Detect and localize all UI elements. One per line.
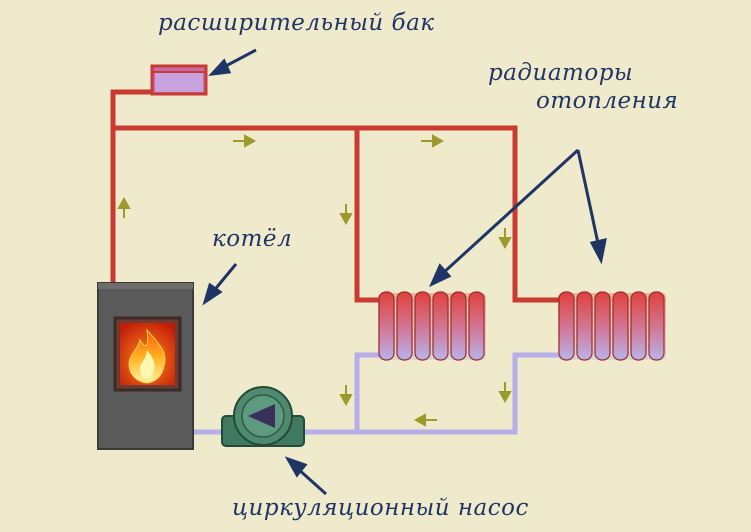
flow-arrow-right [421, 134, 445, 148]
main-return-pipe [190, 352, 563, 435]
expansion-tank [150, 64, 208, 96]
flow-arrow-down [339, 385, 353, 407]
tank-pointer-arrow [208, 48, 257, 76]
triangle-left-icon [248, 404, 275, 428]
flow-arrow-left [413, 413, 437, 427]
radiator-2 [558, 291, 666, 361]
radiator1-return-pipe [354, 352, 383, 435]
tank-riser-pipe [110, 89, 153, 131]
boiler-pointer-arrow [202, 263, 238, 306]
flow-arrows [117, 134, 512, 427]
flow-arrow-down [498, 228, 512, 250]
supply-pipes [110, 89, 563, 303]
radiators-label-line2: отопления [536, 88, 679, 114]
branch-supply-pipe [354, 125, 383, 303]
main-supply-pipe [110, 125, 563, 303]
circulation-pump [221, 386, 305, 447]
flow-arrow-down [498, 382, 512, 404]
pump-pointer-arrow [284, 456, 328, 496]
expansion-tank-label: расширительный бак [158, 10, 435, 36]
boiler [97, 282, 194, 450]
boiler-label: котёл [212, 226, 293, 252]
flow-arrow-right [233, 134, 257, 148]
pump-label: циркуляционный насос [232, 495, 529, 521]
flame-icon [128, 328, 166, 384]
flow-arrow-up [117, 196, 131, 218]
radiator-pointer-arrows [428, 148, 607, 288]
radiators-label-line1: радиаторы [488, 60, 634, 86]
flow-arrow-down [339, 204, 353, 226]
return-pipes [190, 352, 563, 435]
radiator-1 [378, 291, 486, 361]
